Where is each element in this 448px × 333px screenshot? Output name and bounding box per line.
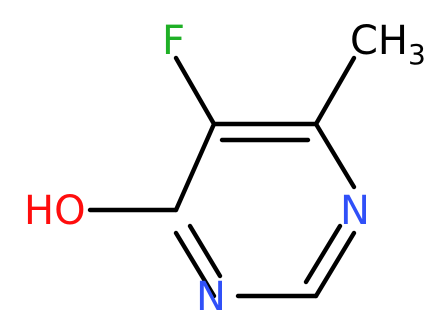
bond-n3-c4-single (173, 230, 217, 299)
bond-n1-c2-single (313, 230, 357, 299)
bond-c4-c5 (173, 121, 217, 213)
bond-c6-n1 (313, 121, 357, 190)
methyl-label-main: CH (350, 18, 408, 64)
methyl-label-subscript: 3 (408, 38, 426, 71)
methyl-label: CH3 (350, 18, 426, 71)
bond-n3-c4-double (187, 223, 223, 279)
hydroxyl-label: HO (24, 188, 86, 234)
bond-c6-ch3 (313, 55, 357, 127)
bond-c5-f (173, 55, 217, 127)
bond-layer (87, 55, 357, 299)
fluorine-label: F (162, 18, 185, 64)
bond-n1-c2-double (303, 223, 343, 285)
nitrogen-n1-label: N (340, 188, 370, 234)
nitrogen-n3-label: N (196, 274, 226, 320)
